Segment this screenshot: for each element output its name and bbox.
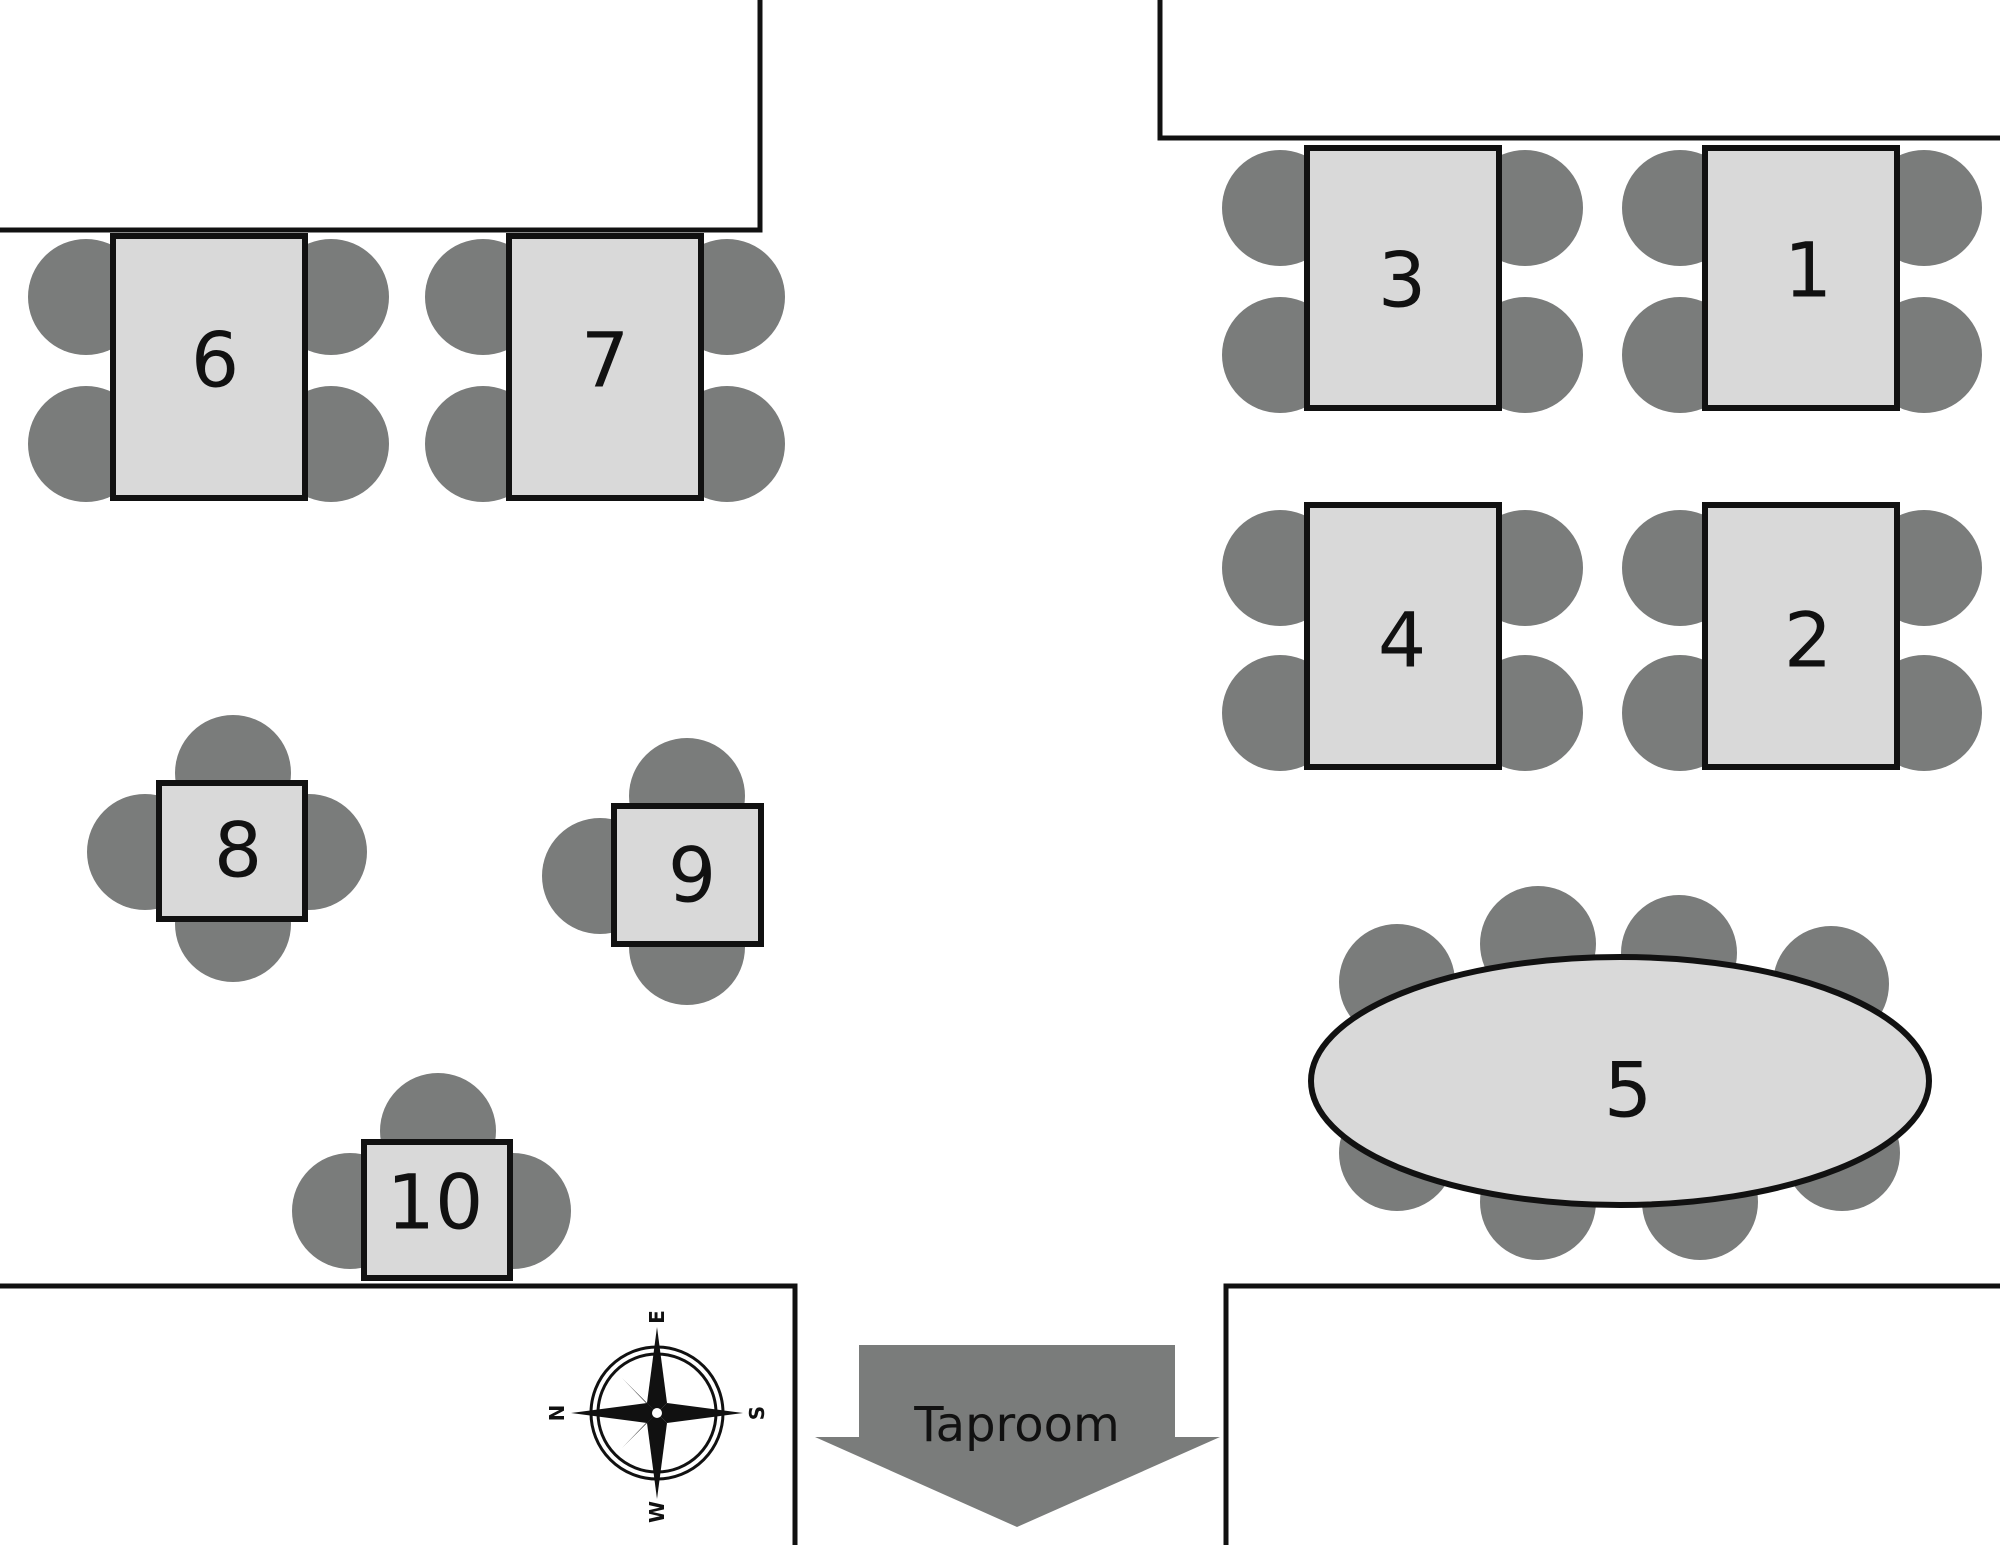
table-6-group[interactable]: 6	[28, 233, 389, 502]
wall-top-right	[1157, 0, 2000, 141]
table-1-label: 1	[1784, 226, 1832, 315]
table-10-label: 10	[387, 1158, 484, 1247]
table-8-label: 8	[214, 806, 262, 895]
table-3-label: 3	[1378, 236, 1426, 325]
compass-south-label: S	[745, 1406, 769, 1420]
wall-bottom-left	[0, 1283, 798, 1545]
table-10-group[interactable]: 10	[292, 1073, 571, 1281]
compass-west-label: W	[645, 1501, 669, 1523]
table-7[interactable]	[506, 233, 704, 501]
table-2-label: 2	[1784, 596, 1832, 685]
table-4[interactable]	[1304, 502, 1502, 770]
table-9-group[interactable]: 9	[542, 738, 764, 1005]
taproom-label: Taproom	[913, 1397, 1119, 1453]
down-arrow-icon	[815, 1345, 1220, 1527]
table-6[interactable]	[110, 233, 308, 501]
compass-east-label: E	[645, 1310, 669, 1324]
table-1-group[interactable]: 1	[1622, 145, 1982, 413]
table-2-group[interactable]: 2	[1622, 502, 1982, 771]
table-7-group[interactable]: 7	[425, 233, 785, 502]
compass-rose-icon: E W N S	[545, 1310, 769, 1523]
table-3-group[interactable]: 3	[1222, 145, 1583, 413]
table-4-label: 4	[1378, 596, 1426, 685]
table-10[interactable]	[361, 1139, 513, 1281]
table-4-group[interactable]: 4	[1222, 502, 1583, 771]
table-5[interactable]	[1308, 954, 1932, 1208]
table-8-group[interactable]: 8	[87, 715, 367, 982]
wall-bottom-right	[1223, 1283, 2000, 1545]
table-3[interactable]	[1304, 145, 1502, 411]
table-5-label: 5	[1604, 1046, 1652, 1135]
table-9[interactable]	[611, 803, 764, 947]
table-8[interactable]	[156, 780, 308, 922]
table-5-group[interactable]: 5	[1308, 886, 1932, 1260]
table-2[interactable]	[1702, 502, 1900, 770]
compass-north-label: N	[545, 1405, 569, 1422]
table-1[interactable]	[1702, 145, 1900, 411]
table-7-label: 7	[581, 316, 629, 405]
table-6-label: 6	[191, 316, 239, 405]
table-9-label: 9	[668, 831, 716, 920]
wall-top-left	[0, 0, 763, 233]
taproom-exit[interactable]: Taproom	[815, 1345, 1220, 1527]
